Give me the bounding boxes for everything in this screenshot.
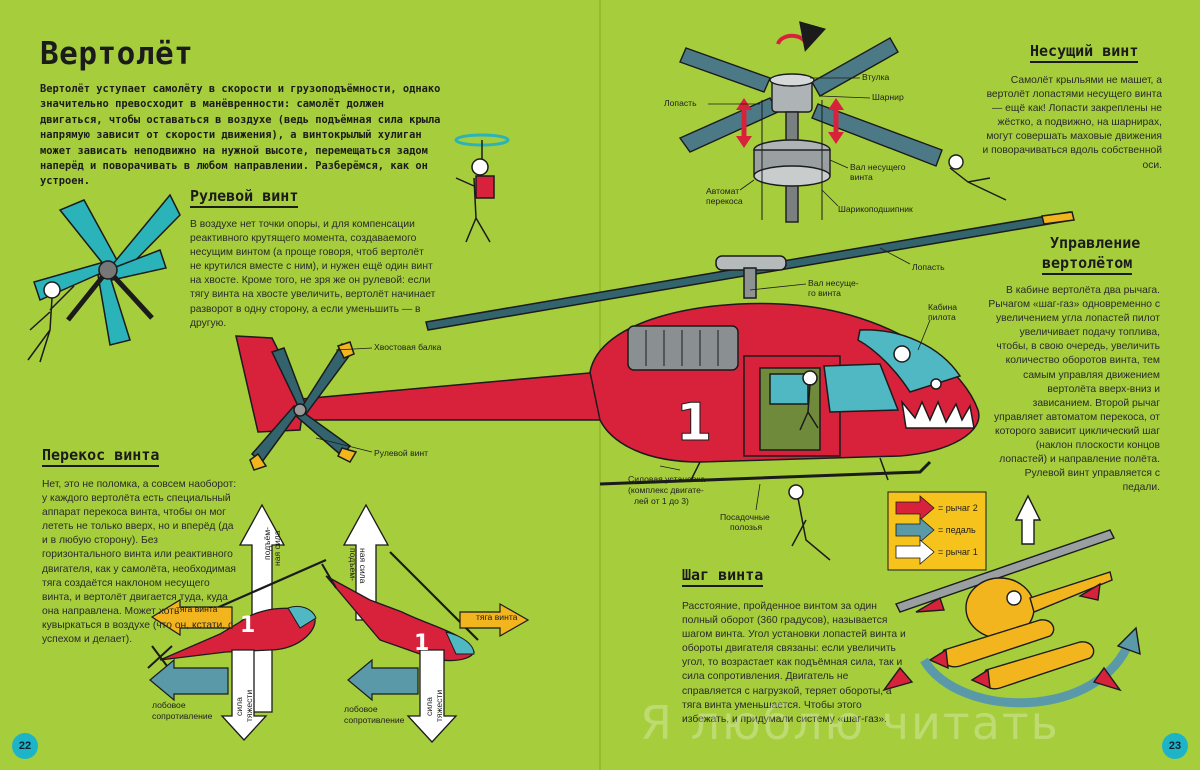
label-powerplant-line3: лей от 1 до 3) [634,496,689,506]
stick-figure-propeller [454,133,510,243]
page-number-left: 22 [12,733,38,759]
label-drag-a-line1: лобовое [152,700,186,710]
legend-lever1: = рычаг 1 [938,547,978,557]
hull-number: 1 [676,393,712,453]
intro-paragraph: Вертолёт уступает самолёту в скорости и … [40,83,441,188]
small-number-a: 1 [240,613,255,638]
main-helicopter [235,211,1075,561]
label-main-shaft-line1: Вал несуще- [808,278,859,288]
label-gravity-a-line2: тяжести [244,689,254,722]
label-powerplant-line2: (комплекс двигате- [628,485,704,495]
label-shaft-line1: Вал несущего [850,162,906,172]
main-rotor-text: Самолёт крыльями не машет, а вертолёт ло… [982,75,1162,171]
label-gravity-b-line2: тяжести [434,689,444,722]
label-gravity-a-line1: сила [234,697,244,716]
label-skids-line1: Посадочные [720,512,770,522]
label-drag-b-line1: лобовое [344,704,378,714]
label-thrust-a: тяга винта [176,604,218,614]
label-swash-line2: перекоса [706,196,743,206]
pitch-heading: Шаг винта [682,566,764,587]
heli-leader-lines [315,247,931,511]
label-swash-line1: Автомат [706,186,740,196]
tilt-diagram-a [147,503,327,741]
label-skids-line2: полозья [730,522,763,532]
hub-leader-lines [708,77,871,207]
control-heading-line2: вертолётом [1042,254,1133,275]
tail-rotor-text: В воздухе нет точки опоры, и для компенс… [190,219,436,329]
label-powerplant-line1: Силовая установка [628,474,706,484]
legend-pedal: = педаль [938,525,976,535]
label-lift-b-line1: подъём- [348,548,358,581]
label-lift-a-line1: подъём- [262,527,272,560]
label-thrust-b: тяга винта [476,612,518,622]
pitch-text: Расстояние, пройденное винтом за один по… [682,601,906,725]
small-number-b: 1 [414,631,429,656]
label-gravity-b-line1: сила [424,697,434,716]
label-cockpit-line1: Кабина [928,302,958,312]
main-rotor-hub-figure [678,21,1007,223]
tilt-diagram-b [321,503,530,743]
tail-rotor-heading: Рулевой винт [190,187,299,208]
control-text: В кабине вертолёта два рычага. Рычагом «… [988,285,1160,494]
main-rotor-heading: Несущий винт [1030,42,1139,63]
control-figure [882,494,1141,708]
label-blade-main: Лопасть [912,262,945,272]
label-shaft-line2: винта [850,172,873,182]
label-drag-b-line2: сопротивление [344,715,405,725]
label-bearing: Шарикоподшипник [838,204,913,214]
label-lift-a-line2: ная сила [272,530,282,566]
tilt-heading: Перекос винта [42,446,160,467]
control-heading-line1: Управление [1050,234,1141,252]
label-drag-a-line2: сопротивление [152,711,213,721]
tail-rotor-figure [27,193,181,363]
label-blade-hub: Лопасть [664,98,697,108]
label-hinge: Шарнир [872,92,904,102]
legend-lever2: = рычаг 2 [938,503,978,513]
label-tail-boom: Хвостовая балка [374,342,442,352]
label-main-shaft-line2: го винта [808,288,841,298]
page-title: Вертолёт [40,36,194,72]
watermark: Я люблю читать [640,696,1060,750]
label-cockpit-line2: пилота [928,312,956,322]
label-lift-b-line2: ная сила [358,548,368,584]
page-number-right: 23 [1162,733,1188,759]
legend-box [887,491,987,571]
label-hub: Втулка [862,72,890,82]
tilt-text: Нет, это не поломка, а совсем наоборот: … [42,479,237,646]
label-tail-rotor: Рулевой винт [374,448,429,458]
